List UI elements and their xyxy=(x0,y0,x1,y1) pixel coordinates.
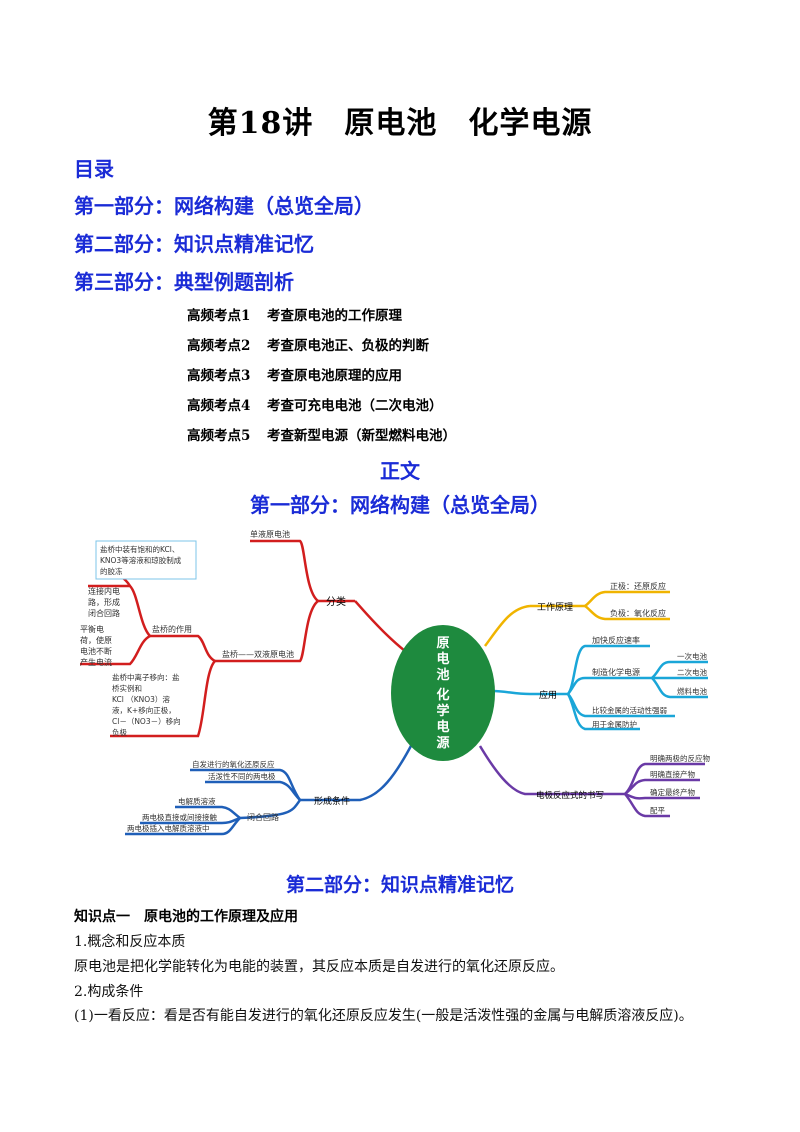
center-char: 化 xyxy=(436,687,449,703)
left1-line: 闭合回路 xyxy=(88,608,120,618)
toc-item-text: 考查原电池的工作原理 xyxy=(267,308,402,324)
note-box xyxy=(95,540,197,580)
label-zifa: 自发进行的氧化还原反应 xyxy=(192,759,275,769)
toc-item-text: 考查可充电电池（二次电池） xyxy=(267,398,443,414)
branch-fenlei xyxy=(80,539,406,738)
zhengwen-heading: 正文 xyxy=(380,459,420,483)
label-shuxie-item: 配平 xyxy=(650,806,665,815)
branch-xingcheng xyxy=(125,743,414,836)
label-yingyong: 应用 xyxy=(539,689,557,701)
toc-part-3[interactable]: 第三部分：典型例题剖析 xyxy=(74,270,294,294)
toc-item-num: 高频考点3 xyxy=(187,368,251,384)
label-zhengji: 正极：还原反应 xyxy=(610,581,666,591)
label-yici: 一次电池 xyxy=(677,651,707,661)
branch-shuxie xyxy=(478,745,705,818)
label-erci: 二次电池 xyxy=(677,667,707,677)
toc-item[interactable]: 高频考点5 考查新型电源（新型燃料电池） xyxy=(187,424,456,444)
left3-line: KCl （KNO3）溶 xyxy=(112,694,170,704)
label-huopo: 活泼性不同的两电极 xyxy=(208,771,276,781)
left3-line: 液，K+移向正极， xyxy=(112,705,176,715)
label-zhizao: 制造化学电源 xyxy=(592,667,640,677)
label-bihe: 闭合回路 xyxy=(247,812,279,822)
label-shuxie-item: 确定最终产物 xyxy=(650,787,695,797)
left1-line: 路，形成 xyxy=(88,597,120,607)
toc-part-1[interactable]: 第一部分：网络构建（总览全局） xyxy=(74,194,374,218)
left3-line: 桥实例和 xyxy=(112,683,142,693)
label-gongzuo: 工作原理 xyxy=(537,601,573,613)
center-node xyxy=(391,625,495,761)
toc-heading: 目录 xyxy=(74,157,114,181)
page-title: 第18讲 原电池 化学电源 xyxy=(207,106,593,141)
body-line: (1)一看反应：看是否有能自发进行的氧化还原反应发生(一般是活泼性强的金属与电解… xyxy=(74,1008,693,1024)
toc-item[interactable]: 高频考点2 考查原电池正、负极的判断 xyxy=(187,334,429,354)
toc-item-num: 高频考点4 xyxy=(187,398,251,414)
body-line: 原电池是把化学能转化为电能的装置，其反应本质是自发进行的氧化还原反应。 xyxy=(74,959,564,975)
label-shuxie: 电极反应式的书写 xyxy=(536,790,604,801)
center-char: 原 xyxy=(436,636,449,651)
left3-line: Cl－（NO3－）移向 xyxy=(112,716,181,726)
left2-line: 平衡电 xyxy=(80,624,104,634)
center-char: 源 xyxy=(436,735,449,751)
toc-item-text: 考查原电池正、负极的判断 xyxy=(267,338,429,354)
part2-heading: 第二部分：知识点精准记忆 xyxy=(285,874,514,896)
label-yanqiao-zuoyong: 盐桥的作用 xyxy=(152,624,192,634)
label-jiakuai: 加快反应速率 xyxy=(592,635,640,645)
branch-yingyong xyxy=(492,644,708,731)
toc-item-num: 高频考点2 xyxy=(187,338,251,354)
label-shuxie-item: 明确直接产物 xyxy=(650,769,695,779)
toc-item-text: 考查新型电源（新型燃料电池） xyxy=(267,428,456,444)
label-fanghu: 用于金属防护 xyxy=(592,719,637,729)
part1-heading: 第一部分：网络构建（总览全局） xyxy=(250,493,550,517)
toc-item-num: 高频考点5 xyxy=(187,428,251,444)
left3-line: 负极 xyxy=(112,727,127,737)
center-char: 电 xyxy=(436,651,449,667)
center-char: 学 xyxy=(436,703,449,719)
toc-item[interactable]: 高频考点3 考查原电池原理的应用 xyxy=(187,364,402,384)
label-danye: 单液原电池 xyxy=(250,529,290,539)
label-charu: 两电极插入电解质溶液中 xyxy=(127,823,210,833)
toc-part-2[interactable]: 第二部分：知识点精准记忆 xyxy=(74,232,314,256)
note-line: 盐桥中装有饱和的KCl、 xyxy=(100,544,179,554)
left1-line: 连接内电 xyxy=(88,586,120,596)
label-fenlei: 分类 xyxy=(326,595,346,608)
label-xingcheng: 形成条件 xyxy=(314,795,350,807)
knowledge-point-title: 知识点一 原电池的工作原理及应用 xyxy=(74,909,298,925)
label-ranliao: 燃料电池 xyxy=(677,686,707,696)
left3-line: 盐桥中离子移向：盐 xyxy=(112,672,180,682)
center-char: 电 xyxy=(436,719,449,735)
toc-item[interactable]: 高频考点4 考查可充电电池（二次电池） xyxy=(187,394,443,414)
label-shuxie-item: 明确两极的反应物 xyxy=(650,753,710,763)
left2-line: 产生电流 xyxy=(80,657,112,667)
label-dianjie: 电解质溶液 xyxy=(178,796,216,806)
mind-map: 分类 单液原电池 盐桥——双液原电池 盐桥的作用 盐桥中装有饱和的KCl、 KN… xyxy=(80,529,710,836)
body-line: 1.概念和反应本质 xyxy=(74,934,186,950)
left2-line: 电池不断 xyxy=(80,646,112,656)
label-fuji: 负极：氧化反应 xyxy=(610,608,666,618)
label-liangji: 两电极直接或间接接触 xyxy=(142,812,217,822)
body-line: 2.构成条件 xyxy=(74,984,144,1000)
center-node-text: 原 电 池 化 学 电 源 xyxy=(436,636,449,751)
toc-item-num: 高频考点1 xyxy=(187,308,251,324)
label-shuangye: 盐桥——双液原电池 xyxy=(222,649,294,659)
toc-item[interactable]: 高频考点1 考查原电池的工作原理 xyxy=(187,304,402,324)
left2-line: 荷，使原 xyxy=(80,635,112,645)
note-line: 的胶冻 xyxy=(100,566,123,576)
toc-item-text: 考查原电池原理的应用 xyxy=(267,368,402,384)
note-line: KNO3等溶液和琼胶制成 xyxy=(100,555,182,565)
branch-gongzuo xyxy=(483,590,670,647)
label-bijiao: 比较金属的活动性强弱 xyxy=(592,705,667,715)
center-char: 池 xyxy=(436,667,449,683)
